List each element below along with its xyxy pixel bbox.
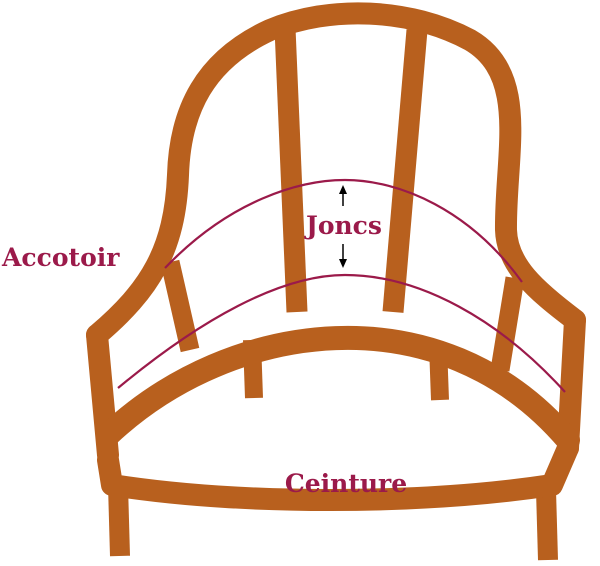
label-ceinture: Ceinture <box>285 469 407 498</box>
arrow-up-head <box>339 185 347 194</box>
arm-post-right <box>490 276 525 372</box>
chair-back-outline <box>86 2 586 346</box>
arrow-down-head <box>339 259 347 268</box>
joncs-lines <box>117 178 566 393</box>
chair-frame <box>86 2 586 561</box>
front-leg-right <box>536 489 558 561</box>
jonc-upper <box>164 178 523 283</box>
label-joncs: Joncs <box>304 211 382 240</box>
back-slat-left <box>274 27 308 313</box>
front-seat-rail <box>97 437 579 511</box>
back-slat-right <box>382 29 428 313</box>
spacing-arrows <box>339 185 347 268</box>
jonc-lower <box>117 273 566 393</box>
rear-seat-rail <box>96 325 580 452</box>
label-accotoir: Accotoir <box>1 243 120 272</box>
